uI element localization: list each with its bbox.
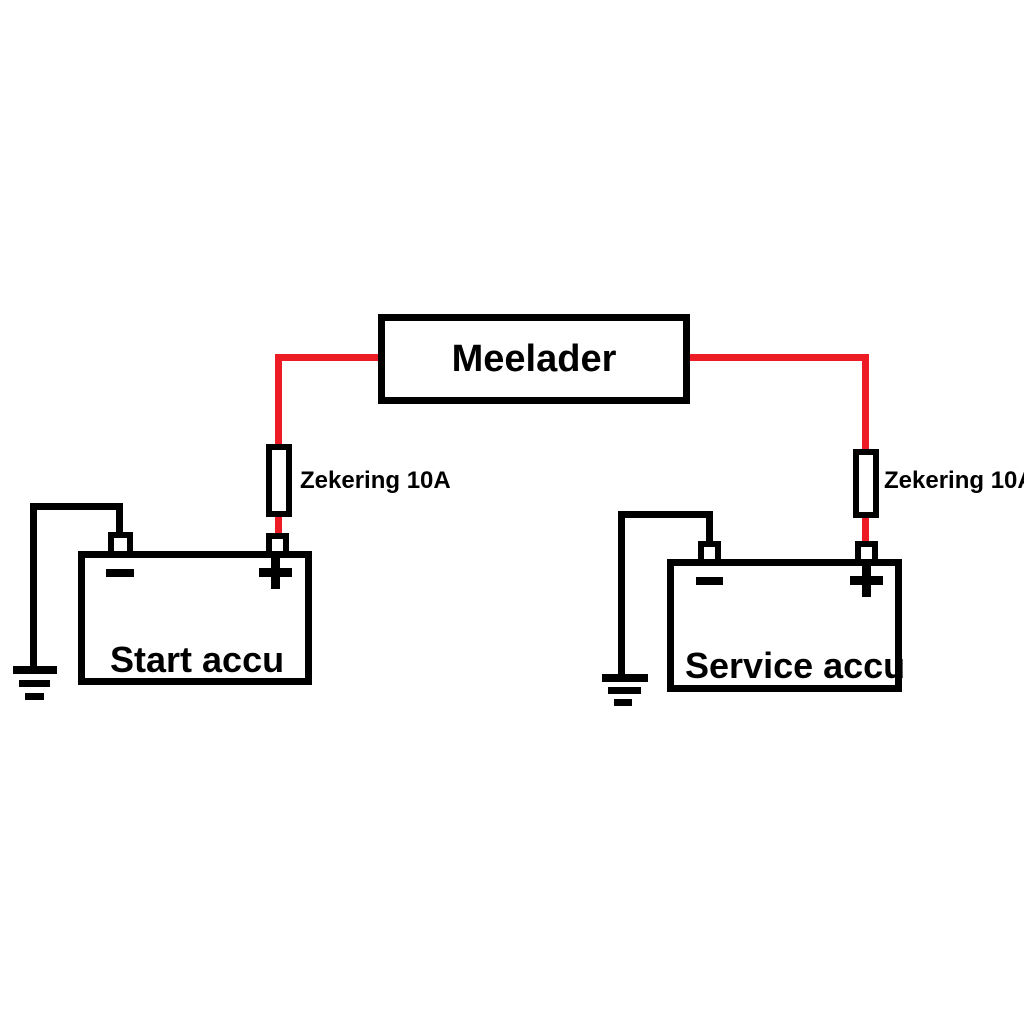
ground-icon-bar-mid — [608, 687, 641, 694]
fuse-right-label: Zekering 10A — [884, 467, 1024, 494]
plus-icon-vbar — [862, 564, 871, 597]
positive-wire-right-horizontal — [690, 354, 869, 361]
charger-box: Meelader — [378, 314, 690, 404]
battery-right-label: Service accu — [685, 645, 906, 686]
charger-label: Meelader — [451, 337, 617, 380]
positive-wire-left-horizontal — [275, 354, 378, 361]
ground-wire-right-horizontal — [618, 511, 713, 518]
ground-icon-bar-mid — [19, 680, 50, 687]
minus-icon-bar — [106, 569, 134, 577]
fuse-left-label: Zekering 10A — [300, 467, 451, 494]
ground-icon-bar-long — [13, 666, 57, 674]
fuse-left — [266, 444, 292, 517]
ground-icon-bar-short — [25, 693, 44, 700]
battery-left-label: Start accu — [110, 639, 285, 680]
positive-wire-right-fuse-to-battery — [862, 516, 869, 543]
ground-icon-bar-short — [614, 699, 632, 706]
positive-wire-left-vertical — [275, 354, 282, 446]
ground-icon-bar-long — [602, 674, 648, 682]
fuse-right — [853, 449, 879, 518]
ground-wire-right-vertical — [618, 511, 625, 676]
minus-icon-bar — [696, 577, 723, 585]
plus-icon-vbar — [271, 556, 280, 589]
ground-wire-left-vertical — [30, 503, 37, 670]
ground-wire-left-horizontal — [30, 503, 123, 510]
ground-wire-left-terminal-riser — [116, 503, 123, 534]
positive-wire-right-vertical — [862, 354, 869, 451]
positive-wire-left-fuse-to-battery — [275, 515, 282, 536]
ground-wire-right-terminal-riser — [706, 511, 713, 543]
